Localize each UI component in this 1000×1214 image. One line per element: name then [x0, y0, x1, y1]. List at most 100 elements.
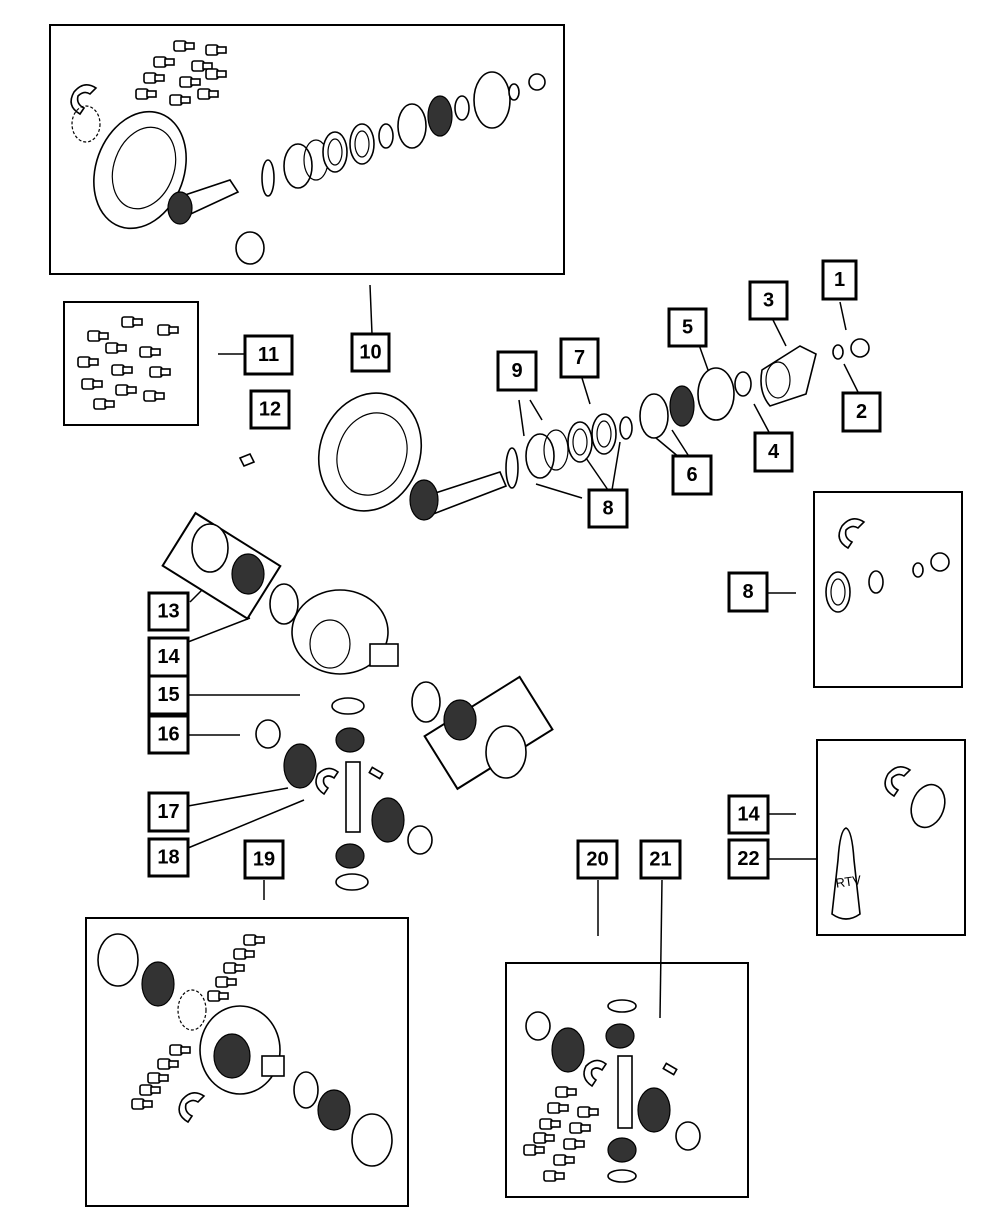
spider-gear-kit-panel: [505, 962, 749, 1198]
callout-20: 20: [576, 839, 619, 880]
roll-pin-icon: [368, 766, 384, 780]
side-gear-icon: [637, 1087, 671, 1133]
bolt-icon: [238, 452, 256, 468]
callout-8-main: 8: [587, 488, 629, 529]
retainer-clip-icon: [70, 84, 98, 116]
cross-shaft-icon: [345, 761, 361, 833]
svg-text:13: 13: [157, 601, 179, 623]
differential-case-icon: [291, 589, 389, 675]
case-kit-panel: [85, 917, 409, 1207]
side-gear-icon: [371, 797, 405, 843]
callout-2: 2: [841, 391, 882, 433]
callout-14-kit: 14: [727, 794, 770, 835]
rtv-tube-label: RTV: [835, 872, 863, 890]
svg-text:4: 4: [768, 441, 780, 463]
svg-text:8: 8: [742, 581, 753, 603]
bearing-cup-icon: [351, 1113, 393, 1167]
nut-icon: [930, 552, 950, 572]
callout-21: 21: [639, 839, 682, 880]
thrust-washer-icon: [407, 825, 433, 855]
yoke-seal-icon: [473, 71, 511, 129]
callout-22: 22: [727, 838, 770, 880]
bolt-kit-panel: [63, 301, 199, 426]
bearing-cone-icon: [231, 553, 265, 595]
thrust-washer-icon: [675, 1121, 701, 1151]
thrust-washer-icon: [335, 873, 369, 891]
pinion-mate-gear-icon: [335, 727, 365, 753]
pinion-mate-gear-icon: [605, 1023, 635, 1049]
retainer-clip-icon: [838, 518, 866, 550]
shim-icon: [293, 1071, 319, 1109]
leader-lines: [187, 284, 859, 1019]
callout-15: 15: [147, 674, 190, 716]
ring-gear-icon: [93, 110, 187, 230]
shim-icon: [71, 105, 101, 143]
callout-7: 7: [559, 337, 600, 379]
side-gear-icon: [283, 743, 317, 789]
svg-text:17: 17: [157, 801, 179, 823]
retainer-clip-icon: [884, 766, 912, 798]
svg-text:14: 14: [737, 804, 760, 826]
side-gear-icon: [551, 1027, 585, 1073]
differential-case-assembly: [161, 511, 554, 891]
bearing-cone-icon: [427, 95, 453, 137]
bearing-cone-icon: [141, 961, 175, 1007]
roll-pin-icon: [662, 1062, 678, 1076]
bearing-cup-icon: [485, 725, 527, 779]
washer-icon: [832, 344, 844, 360]
callout-3: 3: [748, 280, 789, 321]
shim-icon: [269, 583, 299, 625]
bearing-icon: [283, 143, 313, 189]
shim-icon: [910, 783, 946, 829]
svg-text:1: 1: [834, 269, 845, 291]
pinion-seal-icon: [697, 367, 735, 421]
callout-11: 11: [243, 334, 294, 376]
ring-pinion-kit-panel: [49, 24, 565, 275]
svg-text:16: 16: [157, 724, 179, 746]
kit-bolts: [135, 40, 227, 106]
svg-text:10: 10: [359, 342, 381, 364]
bearing-cone-icon: [317, 1089, 351, 1131]
thrust-washer-icon: [255, 719, 281, 749]
cross-shaft-icon: [617, 1055, 633, 1129]
c-clip-icon: [583, 1059, 608, 1088]
pinion-gear-icon: [409, 479, 439, 521]
thrust-washer-icon: [607, 1169, 637, 1183]
svg-text:8: 8: [602, 498, 613, 520]
callout-9: 9: [496, 350, 538, 392]
rtv-tube-icon: [831, 827, 861, 920]
nut-icon: [528, 73, 546, 91]
svg-text:14: 14: [157, 646, 180, 668]
thrust-washer-icon: [331, 697, 365, 715]
callout-5: 5: [667, 307, 708, 348]
svg-text:5: 5: [682, 317, 693, 339]
callout-1: 1: [821, 259, 858, 301]
bearing-cup-icon: [97, 933, 139, 987]
bearing-cone-icon: [669, 385, 695, 427]
ring-gear-icon: [317, 392, 423, 512]
callout-8-kit: 8: [727, 571, 769, 613]
bearing-icon: [525, 433, 555, 479]
svg-text:19: 19: [253, 849, 275, 871]
bearing-kit-box: [423, 675, 554, 791]
shim-icon: [411, 681, 441, 723]
thrust-washer-icon: [607, 999, 637, 1013]
thrust-washer-icon: [525, 1011, 551, 1041]
pinion-gear-icon: [167, 191, 193, 225]
pinion-nut-kit-panel: [813, 491, 963, 688]
bearing-cup-icon: [191, 523, 229, 573]
callout-17: 17: [147, 791, 190, 833]
callout-10: 10: [350, 332, 391, 373]
nut-icon: [850, 338, 870, 358]
bearing-kit-box: [161, 511, 282, 621]
svg-text:21: 21: [649, 849, 671, 871]
bearing-cup-icon: [397, 103, 427, 149]
callout-19: 19: [243, 839, 285, 880]
svg-text:22: 22: [737, 848, 759, 870]
yoke-icon: [760, 345, 817, 407]
callout-14-case: 14: [147, 636, 190, 678]
bearing-cone-icon: [443, 699, 477, 741]
svg-text:3: 3: [763, 290, 774, 312]
sealant-kit-panel: RTV: [816, 739, 966, 936]
